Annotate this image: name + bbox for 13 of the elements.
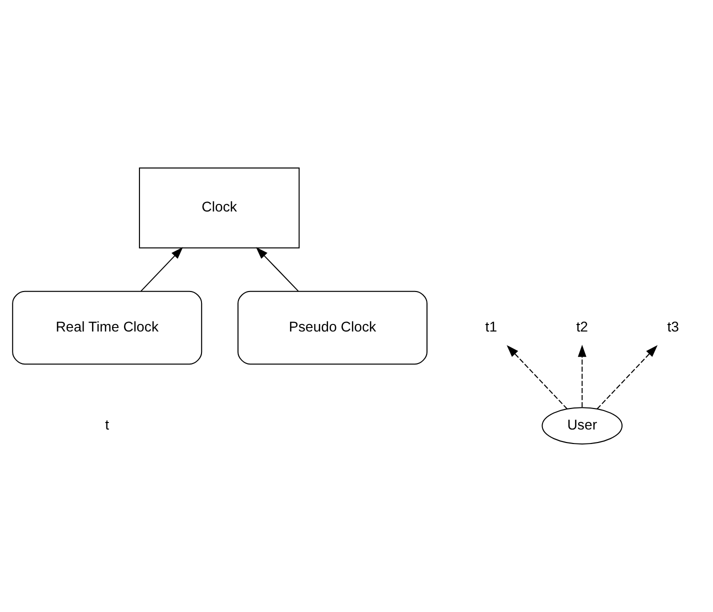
node-box: Clock <box>138 168 300 248</box>
arrow <box>140 247 183 292</box>
node-text: t2 <box>576 318 588 334</box>
arrow <box>596 345 658 410</box>
arrow <box>578 344 586 408</box>
node-box: Pseudo Clock <box>238 290 428 365</box>
arrow <box>506 345 568 410</box>
node-box: Real Time Clock <box>12 290 202 365</box>
node-text: t1 <box>485 318 498 334</box>
arrow <box>256 247 299 292</box>
label: t <box>105 416 110 433</box>
node-ellipse: User <box>542 407 623 444</box>
node-text: t3 <box>667 318 679 334</box>
